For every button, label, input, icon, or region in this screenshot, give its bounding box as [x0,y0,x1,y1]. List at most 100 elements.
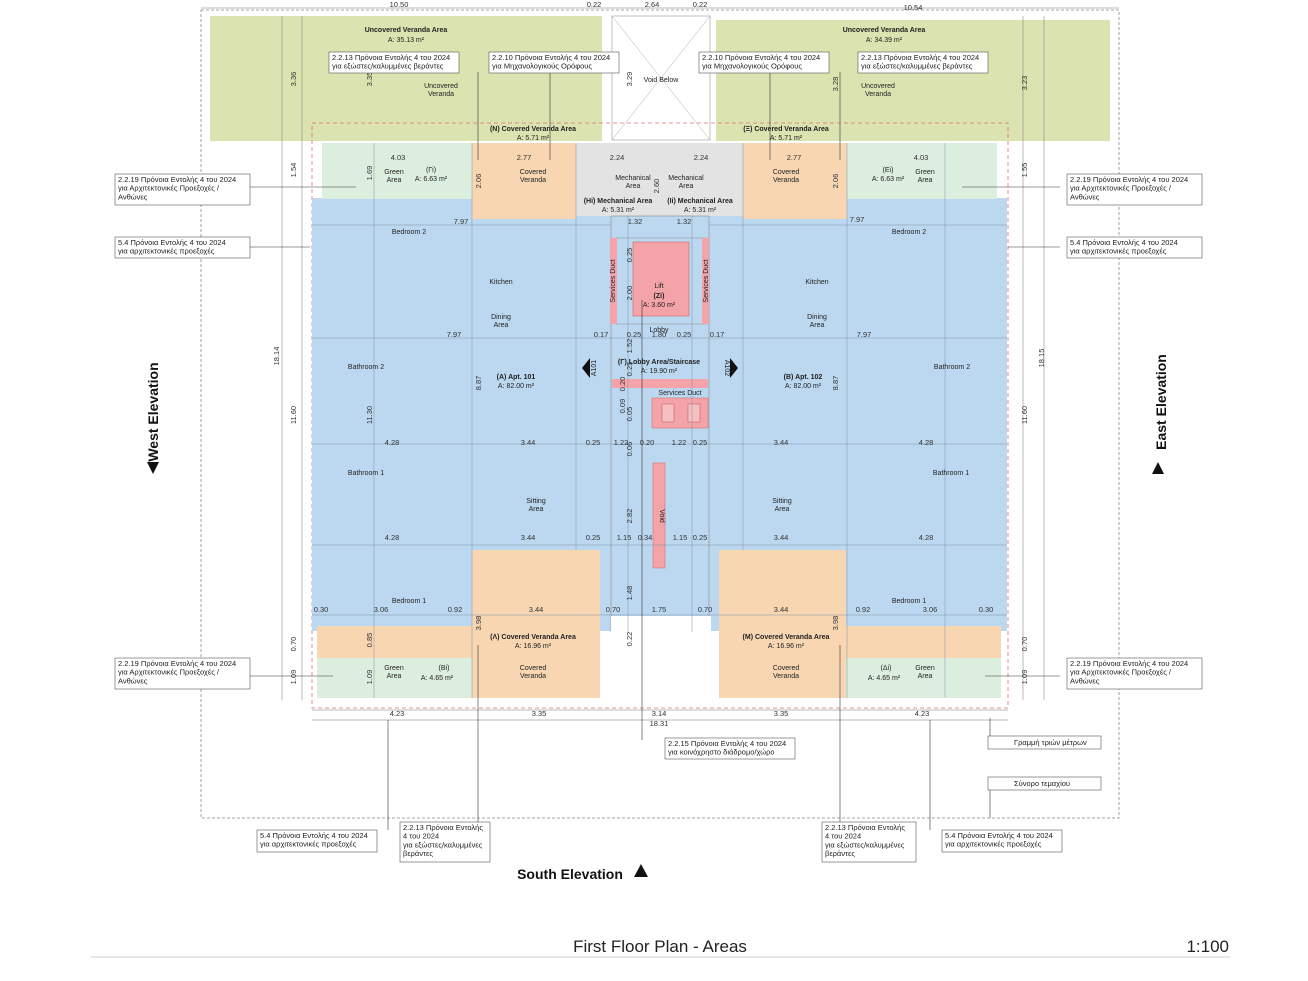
dim-025-f: 0.25 [693,533,708,542]
vdim-260: 2.60 [652,179,661,194]
vdim-070-left: 0.70 [289,637,298,652]
vdim-887-right: 8.87 [831,376,840,391]
mech-hi-area: A: 5.31 m² [602,207,635,214]
top-labels: Uncovered Veranda Area A: 35.13 m² Uncov… [365,27,935,214]
vdim-009: 0.09 [618,399,627,414]
lobby-area-value: A: 19.90 m² [641,368,678,375]
services-duct-left [610,238,617,324]
cov-m-area: A: 16.96 m² [768,643,805,650]
dim-180: 1.80 [652,330,667,339]
dim-224-right: 2.24 [694,153,709,162]
vdim-1815: 18.15 [1037,349,1046,368]
mech-ii-title: (Ii) Mechanical Area [667,198,733,205]
dim-132-left: 1.32 [628,217,643,226]
bathroom2-right: Bathroom 2 [934,364,970,371]
green-gi-area: A: 6.63 m² [415,176,448,183]
services-duct-right-label: Services Duct [703,259,710,302]
covered-veranda-m [719,550,846,698]
vdim-109-c: 1.09 [1020,670,1029,685]
interior-grid-lines [312,143,1007,698]
dim-428-d: 4.28 [919,533,934,542]
dim-423-left: 4.23 [390,709,405,718]
services-duct-middle [612,379,708,388]
dim-344-a: 3.44 [521,438,536,447]
bathroom1-left: Bathroom 1 [348,470,384,477]
note-three-metre-line: Γραμμή τριών μέτρων [1014,738,1087,747]
mech-ii-area: A: 5.31 m² [684,207,717,214]
lobby-label: Lobby [649,327,669,334]
dim-070-right: 0.70 [698,605,713,614]
uncov-right-area: A: 34.39 m² [866,37,903,44]
bedroom1-left: Bedroom 1 [392,598,426,605]
services-duct-middle-label: Services Duct [658,390,701,397]
dim-335-right: 3.35 [774,709,789,718]
dim-025-b: 0.25 [677,330,692,339]
dim-025-e: 0.25 [586,533,601,542]
services-duct-left-label: Services Duct [610,259,617,302]
dim-122-a: 1.22 [614,438,629,447]
covered-veranda-n [472,143,576,219]
uncov-left-area: A: 35.13 m² [388,37,425,44]
mech-hi-title: (Hi) Mechanical Area [584,198,653,205]
bathroom2-left: Bathroom 2 [348,364,384,371]
dim-423-right: 4.23 [915,709,930,718]
green-area-gi [322,143,472,199]
dim-175: 1.75 [652,605,667,614]
dim-132-right: 1.32 [677,217,692,226]
south-elevation-label: South Elevation [517,866,623,882]
green-area-bi [317,658,472,698]
vdim-025-b: 0.25 [625,362,634,377]
vdim-006: 0.06 [625,442,634,457]
vdim-1814: 18.14 [272,347,281,366]
bottom-labels: (Λ) Covered Veranda Area A: 16.96 m² (M)… [384,634,935,682]
section-a101: A101 [591,360,598,376]
lift-area: A: 3.60 m² [643,302,676,309]
dim-092-right: 0.92 [856,605,871,614]
dim-115-b: 1.15 [673,533,688,542]
dim-344-c: 3.44 [521,533,536,542]
south-elevation-arrow [634,864,648,877]
lift-label: Lift [654,283,663,290]
cov-xi-area: A: 5.71 m² [770,135,803,142]
green-area-di [846,658,1001,698]
note-leaders [250,72,1060,830]
lift-shaft [632,241,690,317]
green-ei-code: (Ei) [883,167,894,174]
vdim-398-right: 3.98 [831,616,840,631]
dim-017-left: 0.17 [594,330,609,339]
dimension-lines [201,7,1119,721]
green-bi-code: (Bi) [439,665,450,672]
dim-306-left: 3.06 [374,605,389,614]
apt101-title: (A) Apt. 101 [497,374,536,381]
section-a102: A102 [723,360,730,376]
cov-n-area: A: 5.71 m² [517,135,550,142]
bedroom1-right: Bedroom 1 [892,598,926,605]
vdim-1160-right: 11.60 [1020,406,1029,424]
apt101-area: A: 82.00 m² [498,383,535,390]
uncovered-veranda-right [716,20,1110,141]
dim-top-5: 10.54 [904,3,923,12]
dim-020: 0.20 [640,438,655,447]
vdim-206-right: 2.06 [831,174,840,189]
dim-122-b: 1.22 [672,438,687,447]
dim-428-a: 4.28 [385,438,400,447]
vdim-070-right: 0.70 [1020,637,1029,652]
dim-025-d: 0.25 [693,438,708,447]
void-label: Void [658,509,665,523]
